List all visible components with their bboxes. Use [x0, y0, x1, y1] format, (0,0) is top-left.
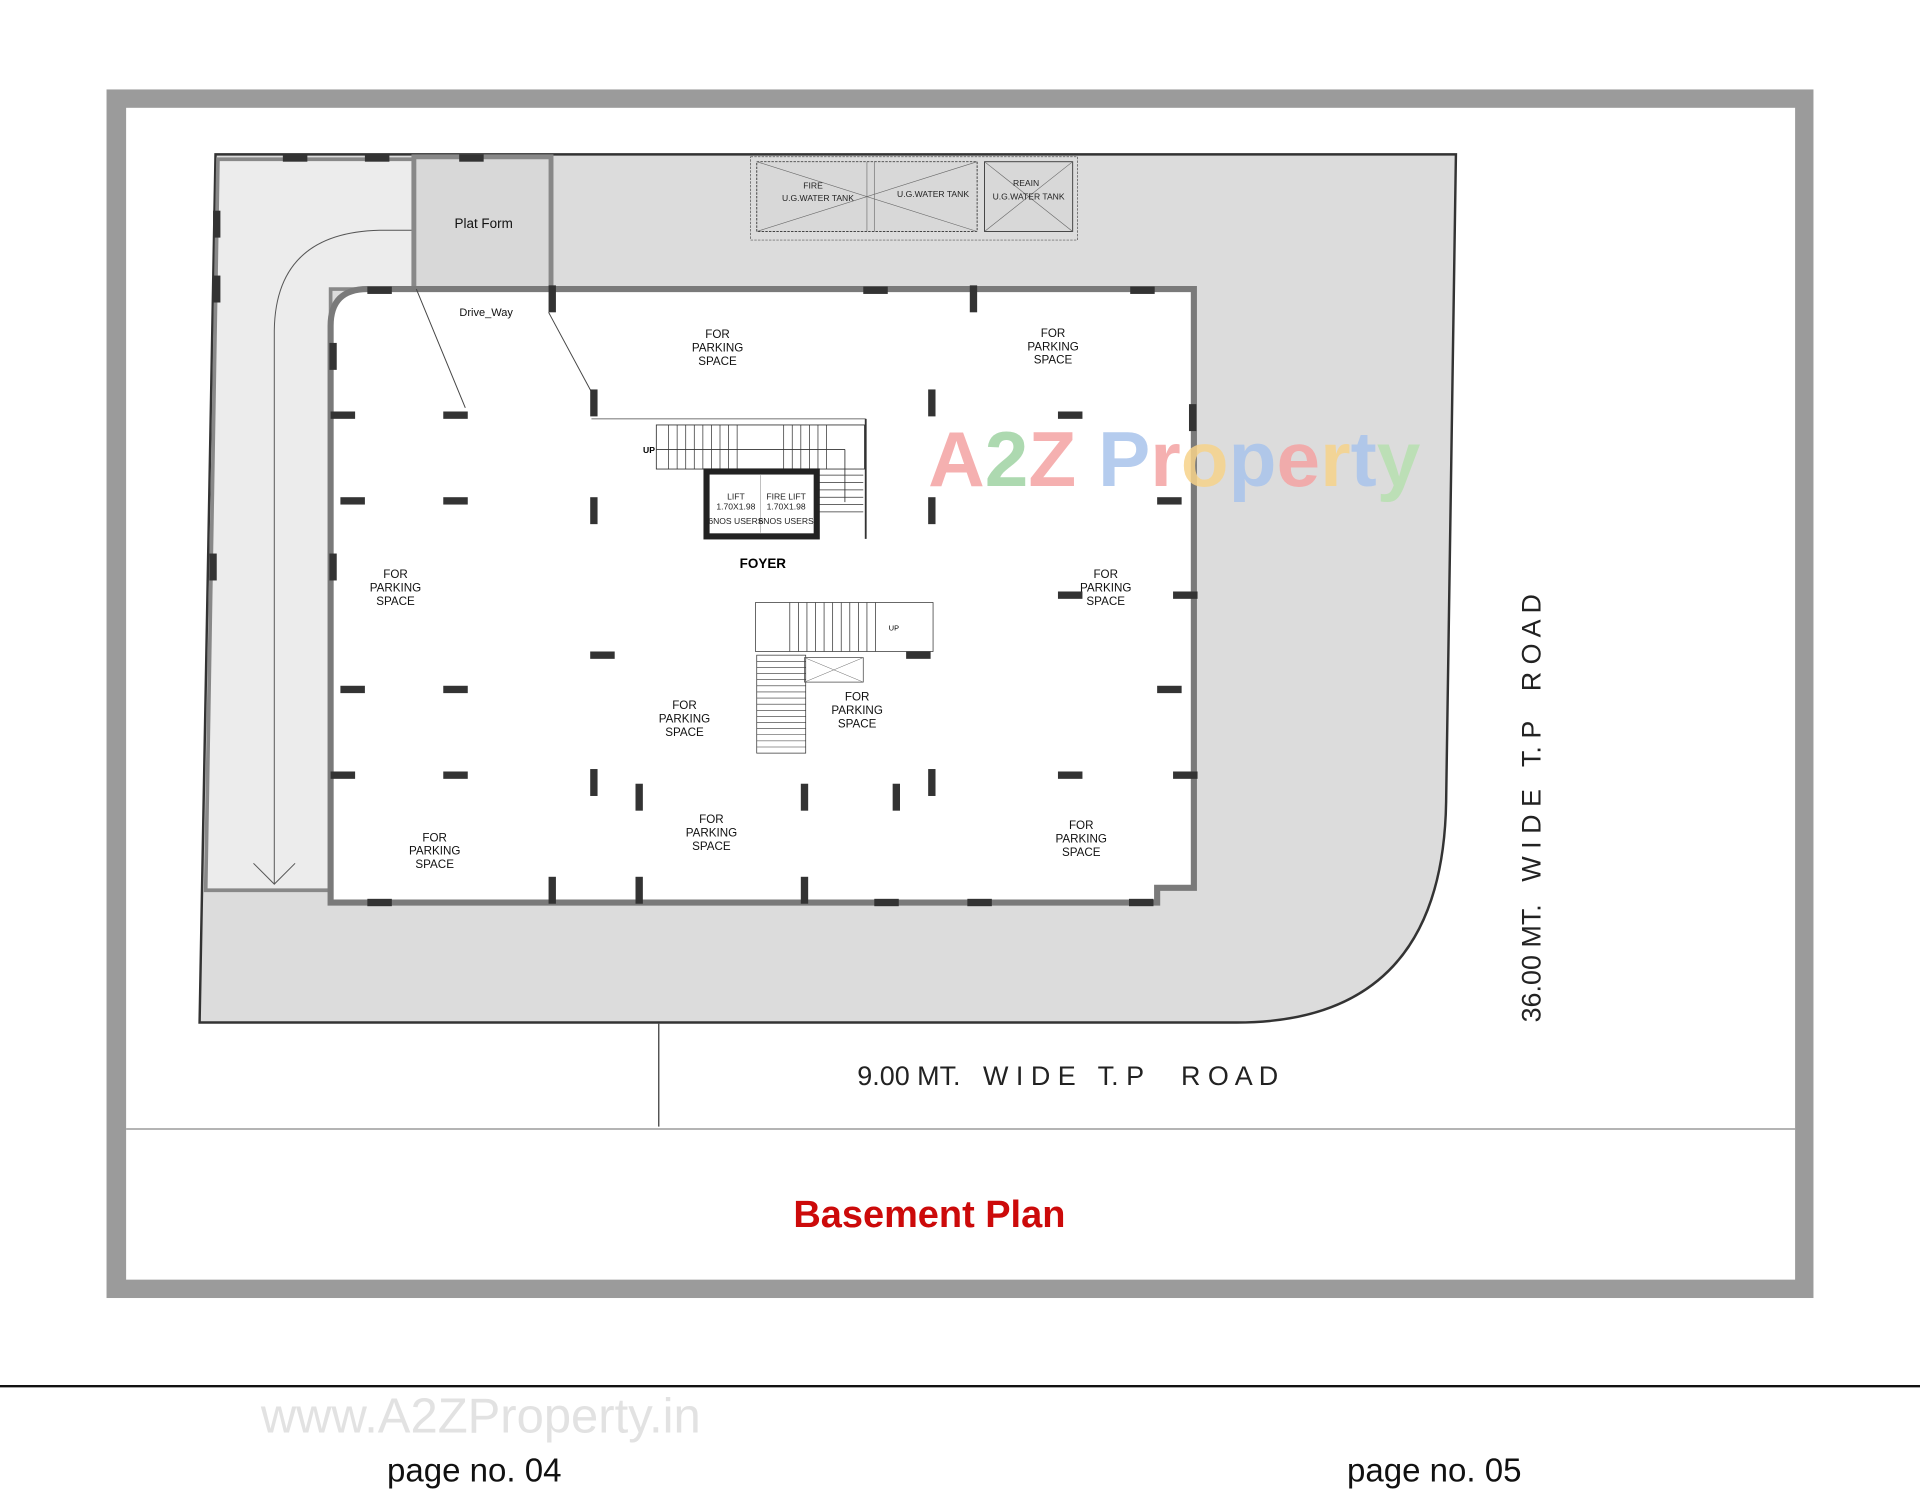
- left-page-number: page no. 04: [387, 1453, 562, 1490]
- column: [443, 685, 468, 694]
- lift-users: 6NOS USERS: [708, 516, 763, 526]
- driveway-label: Drive_Way: [459, 307, 513, 319]
- stair-lift-core: UP LIFT 1.70X1.98 6NOS USERS FIRE LIFT 1…: [591, 418, 934, 754]
- columns: [209, 154, 1198, 907]
- column: [459, 154, 484, 162]
- column: [209, 553, 217, 581]
- rain-tank-label: REAIN: [1013, 178, 1039, 188]
- column: [928, 769, 936, 796]
- column: [863, 286, 888, 294]
- column: [1173, 591, 1198, 599]
- plan-title: Basement Plan: [793, 1194, 1065, 1236]
- driveway-line: [415, 288, 466, 409]
- column: [213, 275, 221, 303]
- ramp-arrow-icon: [253, 862, 296, 885]
- column: [1157, 685, 1182, 694]
- fire-tank-label-2: U.G.WATER TANK: [782, 193, 854, 203]
- column: [874, 898, 899, 907]
- column: [329, 342, 337, 370]
- east-road-label: 36.00 MT. W I D E T. P R O A D: [1516, 594, 1546, 1022]
- column: [635, 876, 643, 904]
- column: [330, 411, 356, 419]
- column: [340, 685, 365, 694]
- column: [969, 285, 978, 313]
- fire-tank-label: FIRE: [803, 181, 823, 191]
- column: [1057, 591, 1083, 599]
- lift-label: LIFT: [727, 492, 745, 502]
- url-watermark: www.A2ZProperty.in: [260, 1390, 701, 1444]
- column: [367, 286, 392, 294]
- column: [967, 898, 992, 907]
- column: [364, 154, 390, 162]
- column: [282, 154, 308, 162]
- rain-tank-label-2: U.G.WATER TANK: [993, 192, 1065, 202]
- column: [590, 769, 598, 796]
- lift-size: 1.70X1.98: [716, 501, 755, 511]
- stair-up-label-2: UP: [889, 624, 899, 633]
- column: [590, 389, 598, 417]
- column: [443, 771, 468, 779]
- column: [548, 876, 556, 904]
- driveway-line: [548, 312, 592, 393]
- column: [928, 497, 936, 525]
- column: [635, 783, 643, 811]
- column: [906, 651, 931, 659]
- plat-form: [411, 154, 554, 292]
- column: [1173, 771, 1198, 779]
- a2z-logo-watermark: A2Z Property: [928, 415, 1421, 503]
- column: [928, 389, 936, 417]
- column: [892, 783, 900, 811]
- column: [329, 553, 337, 581]
- column: [590, 651, 615, 659]
- column: [1188, 404, 1197, 432]
- column: [800, 876, 809, 904]
- column: [443, 411, 468, 419]
- column: [1057, 411, 1083, 419]
- column: [800, 783, 809, 811]
- column: [443, 497, 468, 505]
- column: [548, 285, 556, 313]
- ramp-path: [273, 229, 414, 885]
- plat-form-label: Plat Form: [455, 216, 513, 231]
- column: [1128, 898, 1154, 907]
- main-tank-label: U.G.WATER TANK: [897, 189, 969, 199]
- water-tanks: FIRE U.G.WATER TANK U.G.WATER TANK REAIN…: [750, 156, 1078, 241]
- column: [1130, 286, 1155, 294]
- right-page-number: page no. 05: [1347, 1453, 1522, 1490]
- column: [1157, 497, 1182, 505]
- column: [1057, 771, 1083, 779]
- column: [340, 497, 365, 505]
- fire-lift-users: 6NOS USERS: [759, 516, 814, 526]
- fire-lift-label: FIRE LIFT: [766, 492, 806, 502]
- column: [590, 497, 598, 525]
- stair-up-label: UP: [643, 445, 655, 455]
- column: [330, 771, 356, 779]
- column: [213, 210, 221, 238]
- south-road-label: 9.00 MT. W I D E T. P R O A D: [857, 1061, 1278, 1091]
- column: [367, 898, 392, 907]
- foyer-label: FOYER: [740, 556, 787, 571]
- fire-lift-size: 1.70X1.98: [767, 501, 806, 511]
- basement-floor: [327, 285, 1197, 906]
